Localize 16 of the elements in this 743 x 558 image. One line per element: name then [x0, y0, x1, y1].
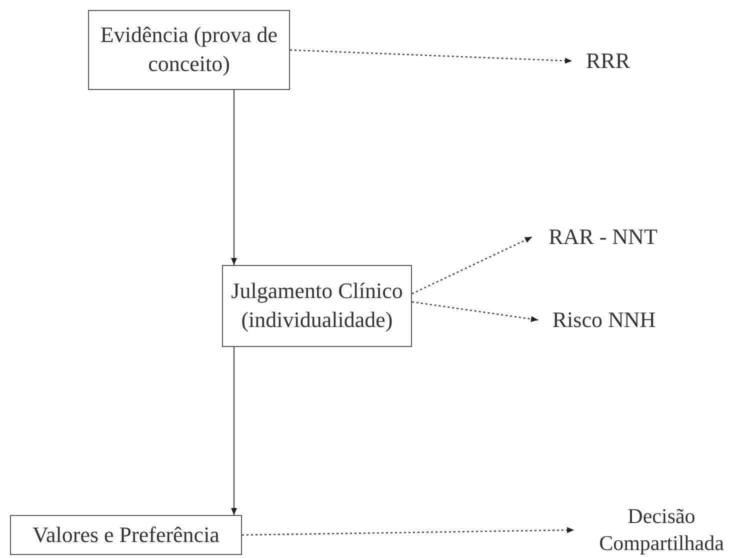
- box-text: Valores e Preferência: [32, 520, 220, 549]
- outcome-text: Decisão Compartilhada: [598, 502, 725, 557]
- box-text: Evidência (prova de conceito): [99, 21, 279, 78]
- arrow: [231, 90, 237, 265]
- arrow: [412, 301, 538, 322]
- box-text: Julgamento Clínico (individualidade): [230, 277, 404, 334]
- process-box: [10, 515, 242, 555]
- arrow: [242, 527, 574, 536]
- outcome-text: RAR - NNT: [548, 222, 658, 251]
- process-box: [222, 265, 412, 347]
- process-box: [88, 10, 290, 90]
- arrow: [412, 236, 532, 294]
- outcome-text: Risco NNH: [552, 306, 656, 334]
- arrow: [290, 49, 572, 64]
- outcome-text: RRR: [586, 46, 630, 75]
- arrow: [231, 347, 237, 515]
